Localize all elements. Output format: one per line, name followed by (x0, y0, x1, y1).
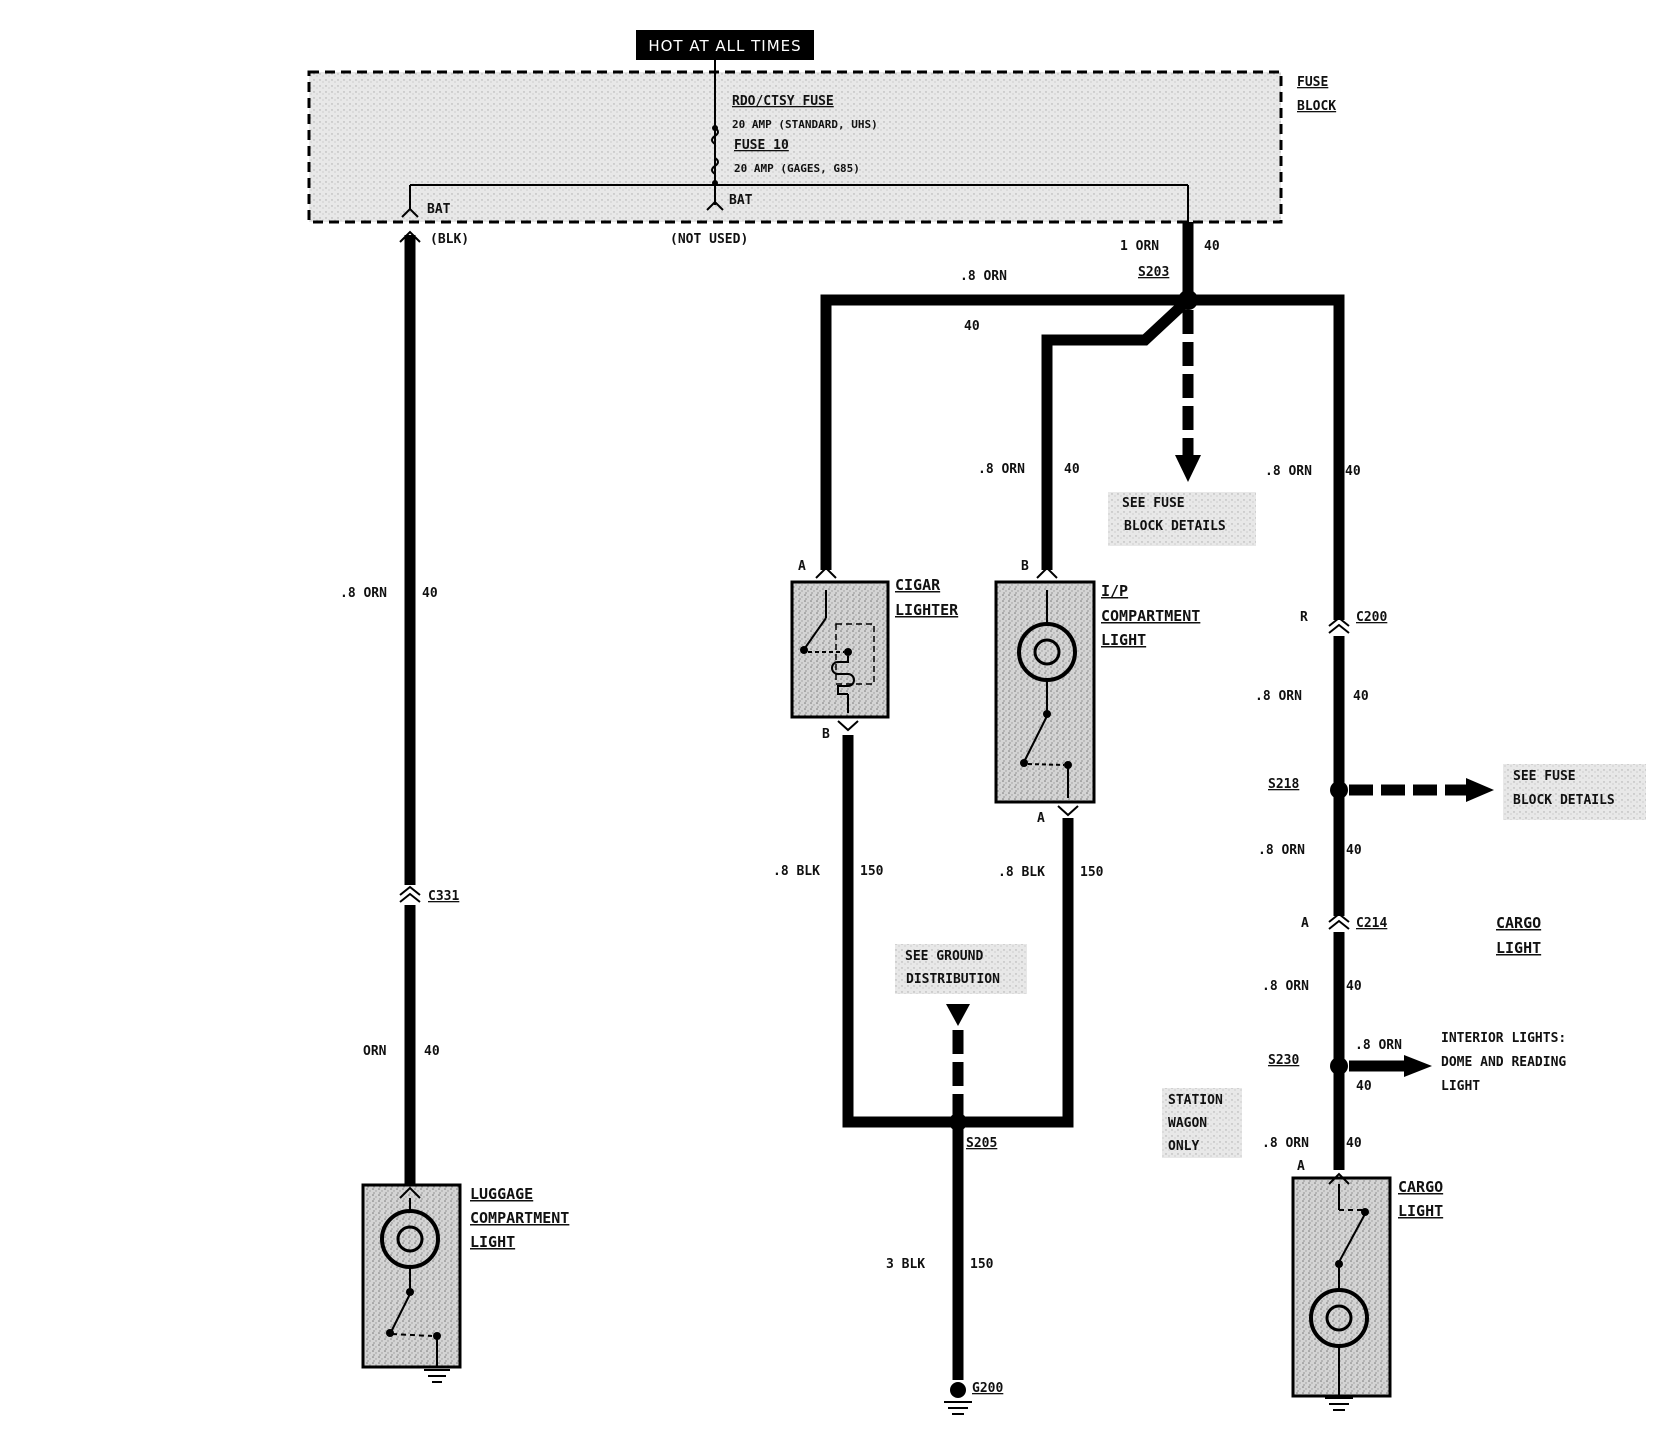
bat-left-label: BAT (427, 202, 451, 217)
cigar-blk-gauge-label: .8 BLK (773, 864, 820, 879)
s230-branch-circuit-label: 40 (1356, 1079, 1372, 1094)
luggage-2-label: COMPARTMENT (470, 1209, 569, 1227)
cigar-lighter (790, 566, 890, 732)
ground-dist-b-label: DISTRIBUTION (906, 972, 1000, 987)
right-circuit (1328, 616, 1494, 1170)
ground-wires (842, 735, 1074, 1415)
ip-pin-bottom-label: A (1037, 811, 1045, 826)
right4-gauge-label: .8 ORN (1262, 979, 1309, 994)
interior-a-label: INTERIOR LIGHTS: (1441, 1031, 1566, 1046)
wagon-3-label: ONLY (1168, 1139, 1199, 1154)
ground-dist-a-label: SEE GROUND (905, 949, 983, 964)
luggage-wire (399, 230, 421, 1185)
luggage-1-label: LUGGAGE (470, 1185, 533, 1203)
c200-label: C200 (1356, 610, 1387, 625)
cargo-light: A (1291, 1159, 1392, 1411)
ground-gauge-label: 3 BLK (886, 1257, 925, 1272)
g200-label: G200 (972, 1381, 1003, 1396)
ip-circuit-label: 40 (1064, 462, 1080, 477)
ip-gauge-label: .8 ORN (978, 462, 1025, 477)
s230-branch-gauge-label: .8 ORN (1355, 1038, 1402, 1053)
bat-right-label: BAT (729, 193, 753, 208)
c331-label: C331 (428, 889, 459, 904)
fuse-details-2a-label: SEE FUSE (1513, 769, 1576, 784)
fuse-details-2b-label: BLOCK DETAILS (1513, 793, 1615, 808)
top-left-circuit-label: 40 (964, 319, 980, 334)
fuse-details-ref-2: SEE FUSE BLOCK DETAILS (1503, 764, 1646, 820)
ip-blk-gauge-label: .8 BLK (998, 865, 1045, 880)
fuse2-name: FUSE 10 (734, 138, 789, 153)
wagon-1-label: STATION (1168, 1093, 1223, 1108)
ip-pin-top-label: B (1021, 559, 1029, 574)
luggage-3-label: LIGHT (470, 1233, 515, 1251)
cargo-2-label: LIGHT (1398, 1202, 1443, 1220)
luggage-low-circuit-label: 40 (424, 1044, 440, 1059)
station-wagon-note: STATION WAGON ONLY (1162, 1088, 1242, 1158)
hot-label-label: HOT AT ALL TIMES (648, 37, 801, 55)
right2-circuit-label: 40 (1353, 689, 1369, 704)
cargo-1-label: CARGO (1398, 1178, 1443, 1196)
cargo-side-2-label: LIGHT (1496, 939, 1541, 957)
fuse-block: RDO/CTSY FUSE 20 AMP (STANDARD, UHS) FUS… (307, 60, 1336, 224)
right-gauge-label: .8 ORN (1265, 464, 1312, 479)
luggage-low-gauge-label: ORN (363, 1044, 387, 1059)
ip-blk-circuit-label: 150 (1080, 865, 1104, 880)
ip-2-label: COMPARTMENT (1101, 607, 1200, 625)
cargo-pin-label: A (1297, 1159, 1305, 1174)
right5-circuit-label: 40 (1346, 1136, 1362, 1151)
luggage-compartment-light (361, 1183, 462, 1383)
ip-1-label: I/P (1101, 582, 1128, 600)
s218-label: S218 (1268, 777, 1299, 792)
fuse2-rating: 20 AMP (GAGES, G85) (734, 162, 860, 175)
cargo-side-1-label: CARGO (1496, 914, 1541, 932)
ground-distribution-ref: SEE GROUND DISTRIBUTION (895, 944, 1027, 994)
right5-gauge-label: .8 ORN (1262, 1136, 1309, 1151)
c214-label: C214 (1356, 916, 1387, 931)
cigar-2-label: LIGHTER (895, 601, 959, 619)
luggage-circuit-label: 40 (422, 586, 438, 601)
fuse-details-1a-label: SEE FUSE (1122, 496, 1185, 511)
fuse-block-title-1: FUSE (1297, 75, 1328, 90)
cigar-blk-circuit-label: 150 (860, 864, 884, 879)
c200-pin-label: R (1300, 610, 1308, 625)
c214-pin-label: A (1301, 916, 1309, 931)
feed-gauge-label: 1 ORN (1120, 239, 1159, 254)
fuse1-rating: 20 AMP (STANDARD, UHS) (732, 118, 878, 131)
not-used-note: (NOT USED) (670, 232, 748, 247)
hot-at-all-times-label: HOT AT ALL TIMES (636, 30, 814, 60)
fuse1-name: RDO/CTSY FUSE (732, 94, 834, 109)
s205-label: S205 (966, 1136, 997, 1151)
fuse-block-title-2: BLOCK (1297, 99, 1336, 114)
right3-circuit-label: 40 (1346, 843, 1362, 858)
blk-note: (BLK) (430, 232, 469, 247)
ip-compartment-light (994, 566, 1096, 817)
fuse-details-1b-label: BLOCK DETAILS (1124, 519, 1226, 534)
s203-label: S203 (1138, 265, 1169, 280)
luggage-gauge-label: .8 ORN (340, 586, 387, 601)
fuse-details-ref-1: SEE FUSE BLOCK DETAILS (1108, 492, 1256, 546)
ip-3-label: LIGHT (1101, 631, 1146, 649)
top-branch-wires (820, 294, 1345, 620)
cigar-1-label: CIGAR (895, 576, 941, 594)
right-circuit-label: 40 (1345, 464, 1361, 479)
cigar-pin-bottom-label: B (822, 727, 830, 742)
right4-circuit-label: 40 (1346, 979, 1362, 994)
s230-label: S230 (1268, 1053, 1299, 1068)
cigar-pin-top-label: A (798, 559, 806, 574)
right2-gauge-label: .8 ORN (1255, 689, 1302, 704)
feed-circuit-label: 40 (1204, 239, 1220, 254)
wagon-2-label: WAGON (1168, 1116, 1207, 1131)
interior-b-label: DOME AND READING (1441, 1055, 1566, 1070)
interior-c-label: LIGHT (1441, 1079, 1480, 1094)
right3-gauge-label: .8 ORN (1258, 843, 1305, 858)
ground-circuit-label: 150 (970, 1257, 994, 1272)
top-left-gauge-label: .8 ORN (960, 269, 1007, 284)
